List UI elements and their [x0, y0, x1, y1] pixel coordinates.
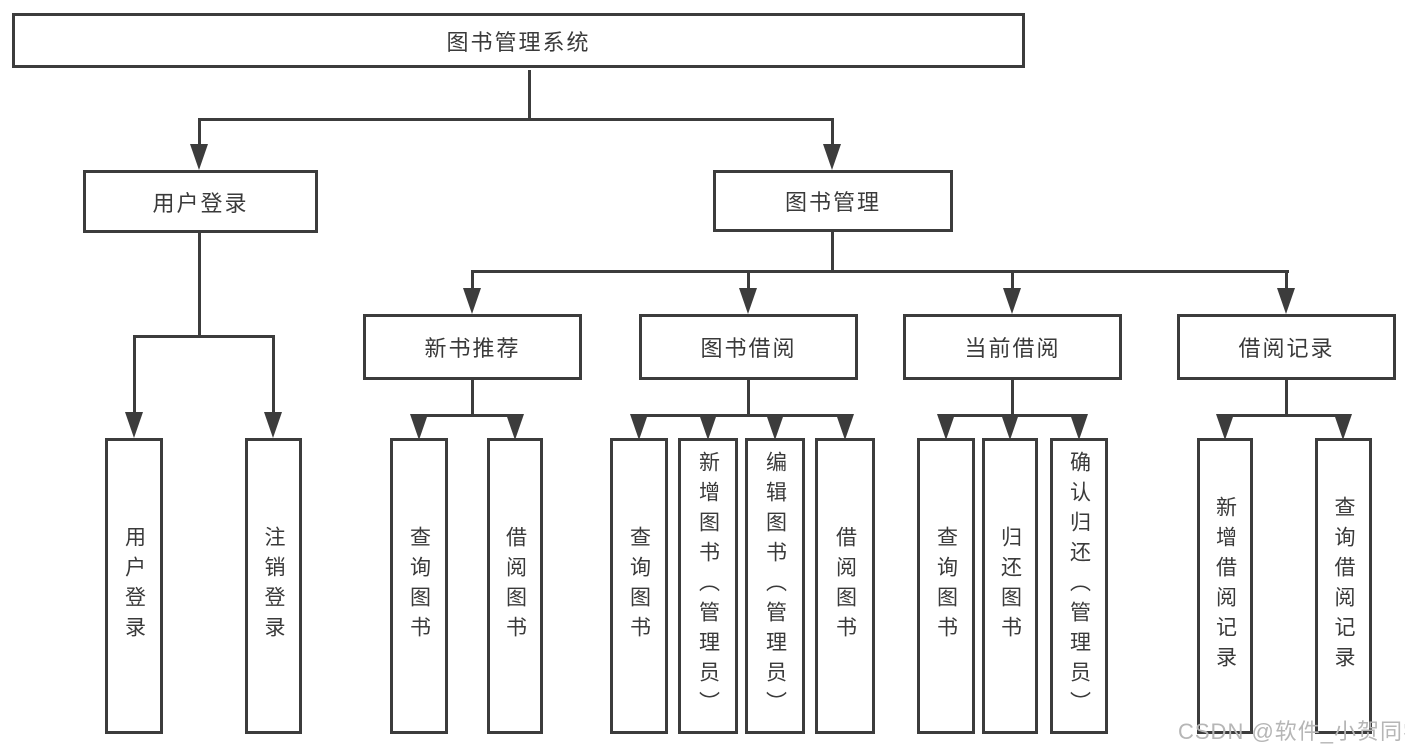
- leaf-logout: 注销登录: [245, 438, 302, 734]
- connector-line: [471, 380, 474, 416]
- arrow-down-icon: [937, 414, 955, 440]
- leaf-user-login: 用户登录: [105, 438, 163, 734]
- node-label: 当前借阅: [964, 336, 1061, 361]
- connector-line: [1011, 270, 1014, 290]
- arrow-down-icon: [264, 412, 282, 438]
- node-label: 查询图书: [934, 526, 958, 646]
- connector-line: [1224, 414, 1345, 417]
- connector-line: [1011, 380, 1014, 416]
- node-label: 借阅记录: [1238, 336, 1335, 361]
- arrow-down-icon: [630, 414, 648, 440]
- node-current-borrow: 当前借阅: [903, 314, 1122, 380]
- node-label: 用户登录: [152, 190, 249, 216]
- node-label: 查询借阅记录: [1332, 496, 1355, 676]
- arrow-down-icon: [506, 414, 524, 440]
- node-label: 注销登录: [262, 526, 285, 646]
- connector-line: [198, 233, 201, 335]
- arrow-down-icon: [836, 414, 854, 440]
- leaf-add-books-admin: 新增图书（管理员）: [678, 438, 738, 734]
- arrow-down-icon: [463, 288, 481, 314]
- node-label: 新增借阅记录: [1213, 496, 1237, 676]
- connector-line: [1285, 270, 1288, 290]
- connector-line: [272, 335, 275, 415]
- arrow-down-icon: [190, 144, 208, 170]
- leaf-query-books-recommend: 查询图书: [390, 438, 448, 734]
- node-new-book-recommend: 新书推荐: [363, 314, 582, 380]
- connector-line: [133, 335, 136, 415]
- csdn-watermark: CSDN @软件_小贺同学: [1178, 719, 1405, 744]
- node-label: 查询图书: [407, 526, 431, 646]
- connector-line: [831, 118, 834, 148]
- arrow-down-icon: [1003, 288, 1021, 314]
- node-label: 确认归还（管理员）: [1067, 451, 1091, 721]
- node-user-login: 用户登录: [83, 170, 318, 233]
- arrow-down-icon: [125, 412, 143, 438]
- node-book-borrow: 图书借阅: [639, 314, 858, 380]
- connector-line: [831, 232, 834, 272]
- node-label: 用户登录: [122, 526, 146, 646]
- arrow-down-icon: [1070, 414, 1088, 440]
- node-label: 新增图书（管理员）: [696, 451, 720, 721]
- connector-line: [528, 70, 531, 118]
- leaf-query-borrow-record: 查询借阅记录: [1315, 438, 1372, 734]
- connector-line: [198, 118, 834, 121]
- node-book-management: 图书管理: [713, 170, 953, 232]
- leaf-query-books-current: 查询图书: [917, 438, 975, 734]
- node-label: 查询图书: [627, 526, 651, 646]
- node-label: 借阅图书: [833, 526, 857, 646]
- leaf-query-books-borrow: 查询图书: [610, 438, 668, 734]
- connector-line: [747, 380, 750, 416]
- arrow-down-icon: [1001, 414, 1019, 440]
- connector-line: [471, 270, 474, 290]
- leaf-borrow-books-recommend: 借阅图书: [487, 438, 543, 734]
- node-borrow-records: 借阅记录: [1177, 314, 1396, 380]
- arrow-down-icon: [1216, 414, 1234, 440]
- arrow-down-icon: [1334, 414, 1352, 440]
- arrow-down-icon: [823, 144, 841, 170]
- connector-line: [1285, 380, 1288, 416]
- leaf-add-borrow-record: 新增借阅记录: [1197, 438, 1253, 734]
- node-label: 图书管理: [784, 190, 881, 215]
- arrow-down-icon: [699, 414, 717, 440]
- leaf-return-books: 归还图书: [982, 438, 1038, 734]
- arrow-down-icon: [410, 414, 428, 440]
- node-label: 图书借阅: [700, 336, 797, 361]
- arrow-down-icon: [1277, 288, 1295, 314]
- node-label: 归还图书: [998, 526, 1022, 646]
- connector-line: [198, 118, 201, 148]
- arrow-down-icon: [739, 288, 757, 314]
- node-label: 新书推荐: [424, 336, 521, 361]
- arrow-down-icon: [766, 414, 784, 440]
- node-label: 图书管理系统: [446, 29, 591, 55]
- connector-line: [747, 270, 750, 290]
- node-label: 借阅图书: [503, 526, 527, 646]
- connector-line: [638, 414, 847, 417]
- node-root-system: 图书管理系统: [12, 13, 1025, 68]
- connector-line: [418, 414, 518, 417]
- leaf-borrow-books: 借阅图书: [815, 438, 875, 734]
- leaf-confirm-return-admin: 确认归还（管理员）: [1050, 438, 1108, 734]
- leaf-edit-books-admin: 编辑图书（管理员）: [745, 438, 805, 734]
- node-label: 编辑图书（管理员）: [763, 451, 787, 721]
- connector-line: [471, 270, 1289, 273]
- connector-line: [133, 335, 275, 338]
